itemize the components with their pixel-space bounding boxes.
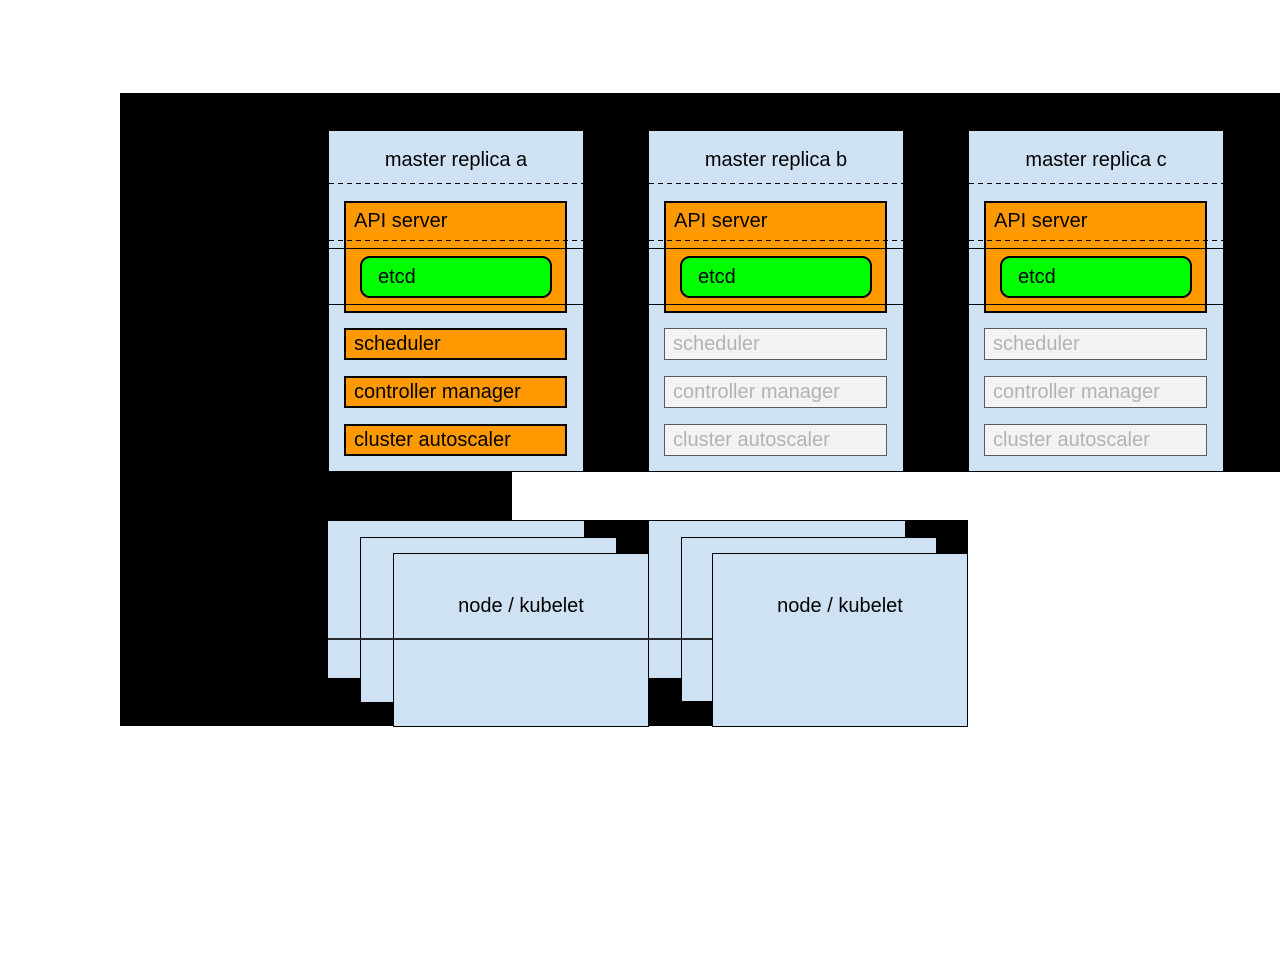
controller-manager-box: controller manager	[344, 376, 567, 408]
node-kubelet-label: node / kubelet	[777, 595, 903, 617]
etcd-box: etcd	[1000, 256, 1192, 298]
replica-title: master replica a	[384, 149, 528, 171]
etcd-box: etcd	[680, 256, 872, 298]
api-server-label: API server	[674, 210, 768, 232]
scheduler-box: scheduler	[344, 328, 567, 360]
solid-separator	[649, 304, 903, 305]
dashed-separator	[969, 240, 1223, 241]
replica-title: master replica b	[704, 149, 848, 171]
master-replica-c-panel: master replica c API server etcd schedul…	[968, 130, 1224, 472]
solid-separator	[329, 304, 583, 305]
cluster-autoscaler-box: cluster autoscaler	[984, 424, 1207, 456]
scheduler-box: scheduler	[984, 328, 1207, 360]
dashed-separator	[329, 240, 583, 241]
node-layer-front: node / kubelet	[712, 553, 968, 727]
controller-manager-box: controller manager	[664, 376, 887, 408]
solid-separator	[969, 248, 1223, 249]
solid-separator	[649, 248, 903, 249]
dashed-separator	[649, 240, 903, 241]
etcd-box: etcd	[360, 256, 552, 298]
api-server-label: API server	[994, 210, 1088, 232]
cluster-autoscaler-box: cluster autoscaler	[344, 424, 567, 456]
master-replica-b-panel: master replica b API server etcd schedul…	[648, 130, 904, 472]
horizontal-divider-line	[328, 638, 712, 640]
node-kubelet-label: node / kubelet	[458, 595, 584, 617]
solid-separator	[329, 248, 583, 249]
cluster-autoscaler-box: cluster autoscaler	[664, 424, 887, 456]
dashed-separator	[329, 183, 583, 184]
scheduler-box: scheduler	[664, 328, 887, 360]
replica-title: master replica c	[1025, 149, 1167, 171]
dashed-separator	[649, 183, 903, 184]
controller-manager-box: controller manager	[984, 376, 1207, 408]
master-replica-a-panel: master replica a API server etcd schedul…	[328, 130, 584, 472]
node-layer-front: node / kubelet	[393, 553, 649, 727]
api-server-label: API server	[354, 210, 448, 232]
solid-separator	[969, 304, 1223, 305]
black-background-left	[120, 472, 512, 520]
dashed-separator	[969, 183, 1223, 184]
